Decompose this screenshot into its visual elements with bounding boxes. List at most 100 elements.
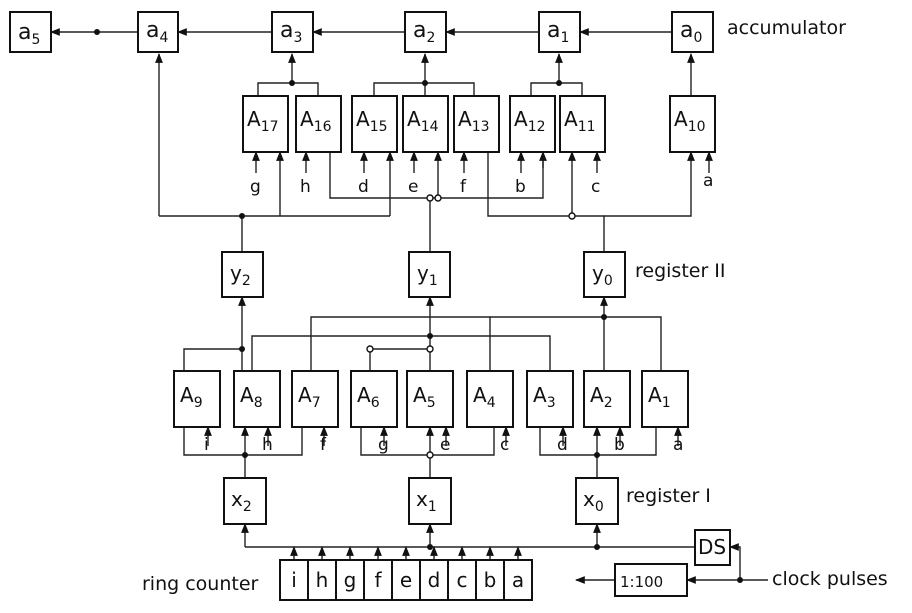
register-one-cell-x0 [575, 477, 619, 525]
and-gate-a3-input: d [557, 435, 568, 455]
ring-counter-cell-f [363, 559, 393, 601]
and-gate-a7 [291, 370, 339, 428]
register-one-cell-x0-label: x0 [583, 487, 604, 515]
register-one-cell-x1-label: x1 [416, 487, 437, 515]
and-gate-a17-label: A17 [247, 107, 279, 135]
and-gate-a9-label: A9 [180, 383, 203, 411]
ring-counter-cell-i [279, 559, 309, 601]
and-gate-a10 [669, 95, 716, 153]
and-gate-a11-input: c [591, 177, 600, 197]
upper-and-gates: A17 A16 A15 A14 A13 A12 A11 A10 g h d e … [242, 95, 716, 197]
clock-section: DS 1:100 clock pulses [614, 529, 888, 597]
ring-counter-cell-a [503, 559, 533, 601]
and-gate-a13 [453, 95, 500, 153]
and-gate-a12-input: b [515, 177, 526, 197]
register-one: x2 x1 x0 register I [223, 477, 711, 525]
ring-counter-cell-label: b [484, 568, 497, 592]
ring-counter-cell-label: e [400, 568, 412, 592]
and-gate-a1 [641, 370, 689, 428]
and-gate-a12 [509, 95, 556, 153]
and-gate-a14-label: A14 [407, 107, 439, 135]
accumulator-cell-a1 [538, 11, 581, 53]
ring-counter-cell-b [475, 559, 505, 601]
register-two-cell-y0 [583, 251, 626, 298]
and-gate-a2 [583, 370, 631, 428]
ring-counter-cell-label: d [428, 568, 441, 592]
accumulator-cell-a3 [271, 11, 314, 53]
register-two-cell-y1 [408, 251, 451, 298]
and-gate-a15 [351, 95, 398, 153]
register-one-label: register I [626, 485, 711, 507]
and-gate-a3 [526, 370, 574, 428]
and-gate-a6-input: g [378, 435, 389, 455]
register-two-cell-y2 [221, 251, 264, 298]
and-gate-a17 [242, 95, 289, 153]
and-gate-a5-label: A5 [413, 383, 436, 411]
and-gate-a10-label: A10 [674, 107, 706, 135]
and-gate-a9 [173, 370, 221, 428]
register-two-cell-y0-label: y0 [592, 261, 613, 289]
and-gate-a17-input: g [250, 177, 261, 197]
register-one-cell-x2-label: x2 [231, 487, 252, 515]
register-two: y2 y1 y0 register II [221, 251, 726, 298]
accumulator-cell-a0-label: a0 [680, 18, 702, 46]
and-gate-a15-input: d [358, 177, 369, 197]
ring-counter-cell-label: c [457, 568, 468, 592]
and-gate-a14-input: e [408, 177, 418, 197]
accumulator-register: a5 a4 a3 a2 a1 a0 accumulator [9, 11, 846, 53]
and-gate-a6-label: A6 [357, 383, 380, 411]
ring-counter-cell-label: g [344, 568, 357, 592]
ds-block-label: DS [698, 535, 726, 559]
ring-counter-cell-c [447, 559, 477, 601]
ring-counter-cell-label: i [291, 568, 297, 592]
and-gate-a8-label: A8 [240, 383, 263, 411]
divider-block [614, 563, 688, 597]
and-gate-a6 [350, 370, 398, 428]
junction-dots [94, 29, 743, 583]
accumulator-cell-a4 [137, 11, 179, 53]
and-gate-a8-input: h [262, 435, 273, 455]
accumulator-cell-a5-label: a5 [18, 20, 40, 48]
and-gate-a16-input: h [300, 177, 311, 197]
and-gate-a9-input: i [204, 435, 209, 455]
clock-pulses-label: clock pulses [772, 568, 888, 590]
and-gate-a11-label: A11 [564, 107, 596, 135]
accumulator-cell-a3-label: a3 [280, 18, 302, 46]
accumulator-label: accumulator [727, 17, 846, 39]
ring-counter-cell-e [391, 559, 421, 601]
and-gate-a14 [402, 95, 449, 153]
and-gate-a4-input: c [500, 435, 509, 455]
register-one-cell-x2 [223, 477, 267, 525]
and-gate-a7-input: f [320, 435, 327, 455]
accumulator-cell-a0 [671, 11, 714, 53]
and-gate-a2-input: b [614, 435, 625, 455]
and-gate-a2-label: A2 [590, 383, 613, 411]
and-gate-a4 [466, 370, 514, 428]
ring-counter-label: ring counter [142, 573, 259, 595]
accumulator-cell-a5 [9, 11, 52, 53]
and-gate-a15-label: A15 [356, 107, 388, 135]
and-gate-a1-input: a [673, 435, 683, 455]
and-gate-a13-input: f [460, 177, 467, 197]
and-gate-a7-label: A7 [298, 383, 321, 411]
register-two-label: register II [635, 260, 726, 282]
and-gate-a5-input: e [440, 435, 450, 455]
and-gate-a3-label: A3 [533, 383, 556, 411]
accumulator-cell-a1-label: a1 [547, 18, 569, 46]
lower-and-gates: A9 A8 A7 A6 A5 A4 A3 A2 A1 i h f g e c d… [173, 370, 689, 455]
ring-counter-cell-label: f [374, 568, 382, 592]
and-gate-a4-label: A4 [473, 383, 496, 411]
accumulator-cell-a2 [404, 11, 447, 53]
accumulator-cell-a4-label: a4 [146, 18, 168, 46]
register-two-cell-y1-label: y1 [417, 261, 438, 289]
register-two-cell-y2-label: y2 [230, 261, 251, 289]
ds-block [694, 529, 731, 566]
accumulator-cell-a2-label: a2 [413, 18, 435, 46]
and-gate-a8 [233, 370, 281, 428]
and-gate-a5 [406, 370, 454, 428]
and-gate-a16-label: A16 [300, 107, 332, 135]
ring-counter-cell-label: a [512, 568, 524, 592]
